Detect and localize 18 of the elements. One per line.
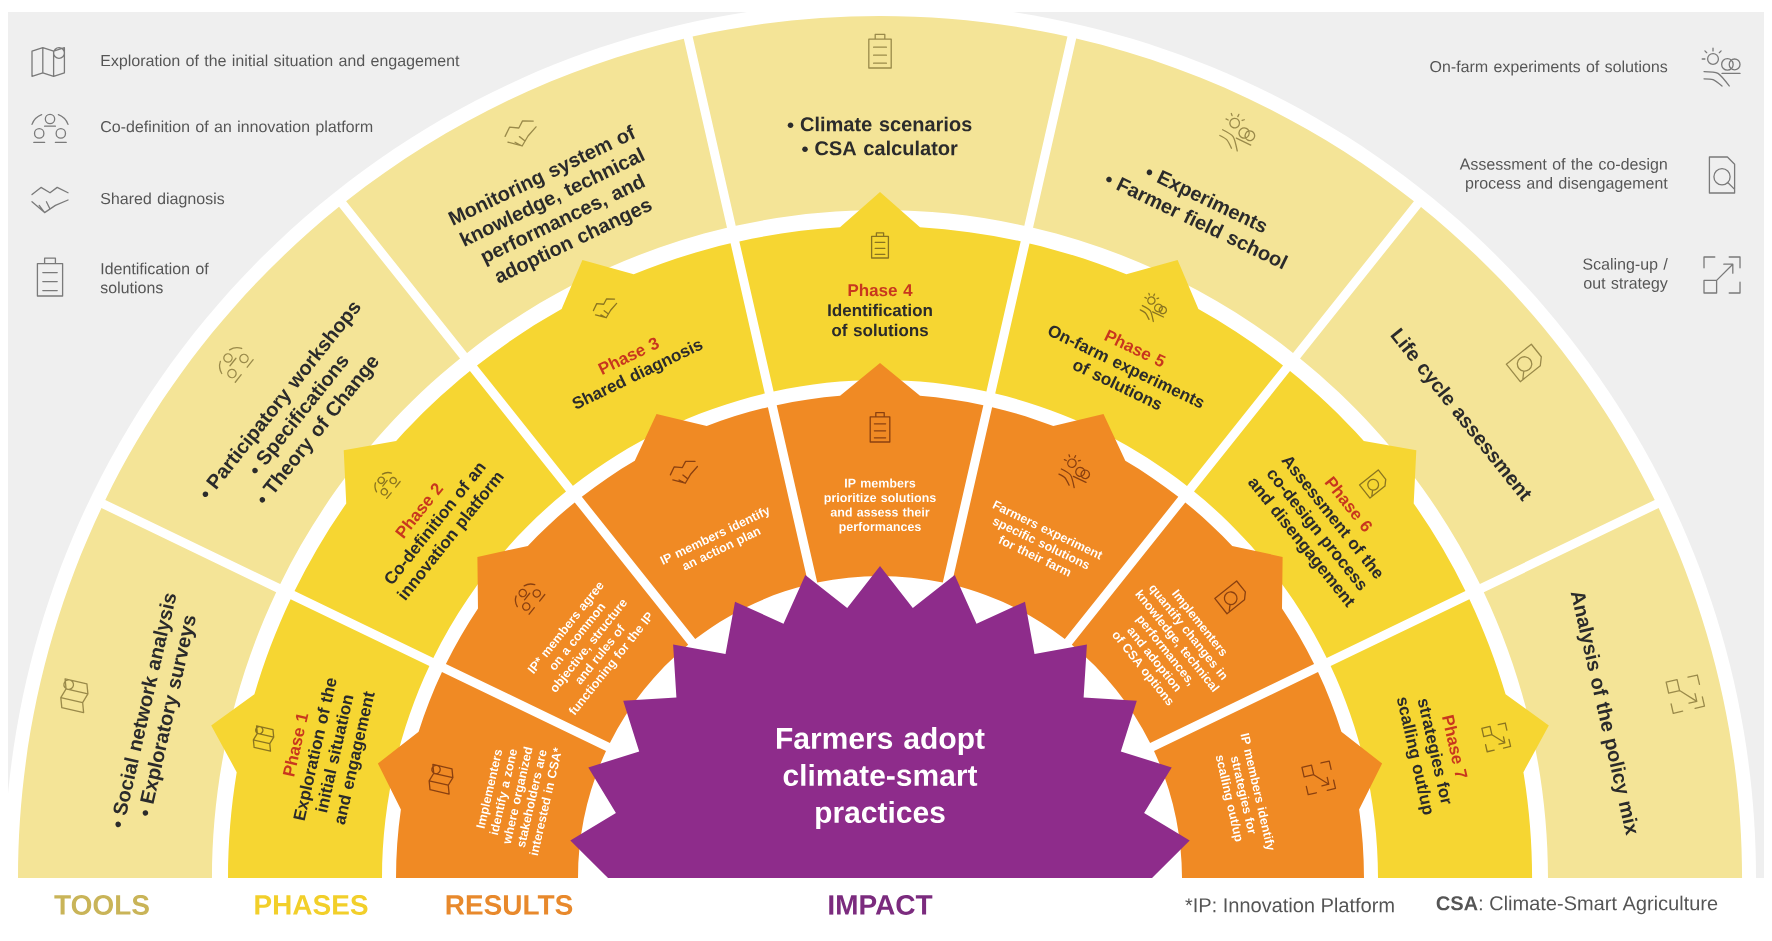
node-label: Identification of solutions — [828, 303, 932, 337]
node-label: Analysis of the policy mix — [1570, 592, 1638, 836]
node-label: Phase 4 — [848, 283, 913, 297]
category-label: PHASES — [255, 895, 368, 915]
result-sector: IP members prioritize solutions and assess their performances — [776, 363, 984, 583]
tool-sector: Climate scenarios CSA calculator — [692, 16, 1068, 226]
category-label: RESULTS — [446, 895, 573, 915]
footnote: *IP: Innovation Platform — [1185, 897, 1394, 913]
tool-sector: Analysis of the policy mix — [1483, 508, 1743, 878]
phase-sector: Phase 4 Identification of solutions — [739, 192, 1021, 392]
legend-text: Shared diagnosis — [100, 192, 225, 208]
node-label: IP members prioritize solutions and assess their performances — [824, 478, 936, 534]
legend-text: On-farm experiments of solutions — [1430, 60, 1668, 76]
node-label: CSA calculator — [815, 140, 958, 156]
legend-text: Assessment of the co-design process and disengagement — [1459, 158, 1668, 192]
footnote: CSA: Climate-Smart Agriculture — [1436, 895, 1718, 915]
node-label: Climate scenarios — [800, 116, 972, 132]
category-label: TOOLS — [54, 895, 149, 915]
